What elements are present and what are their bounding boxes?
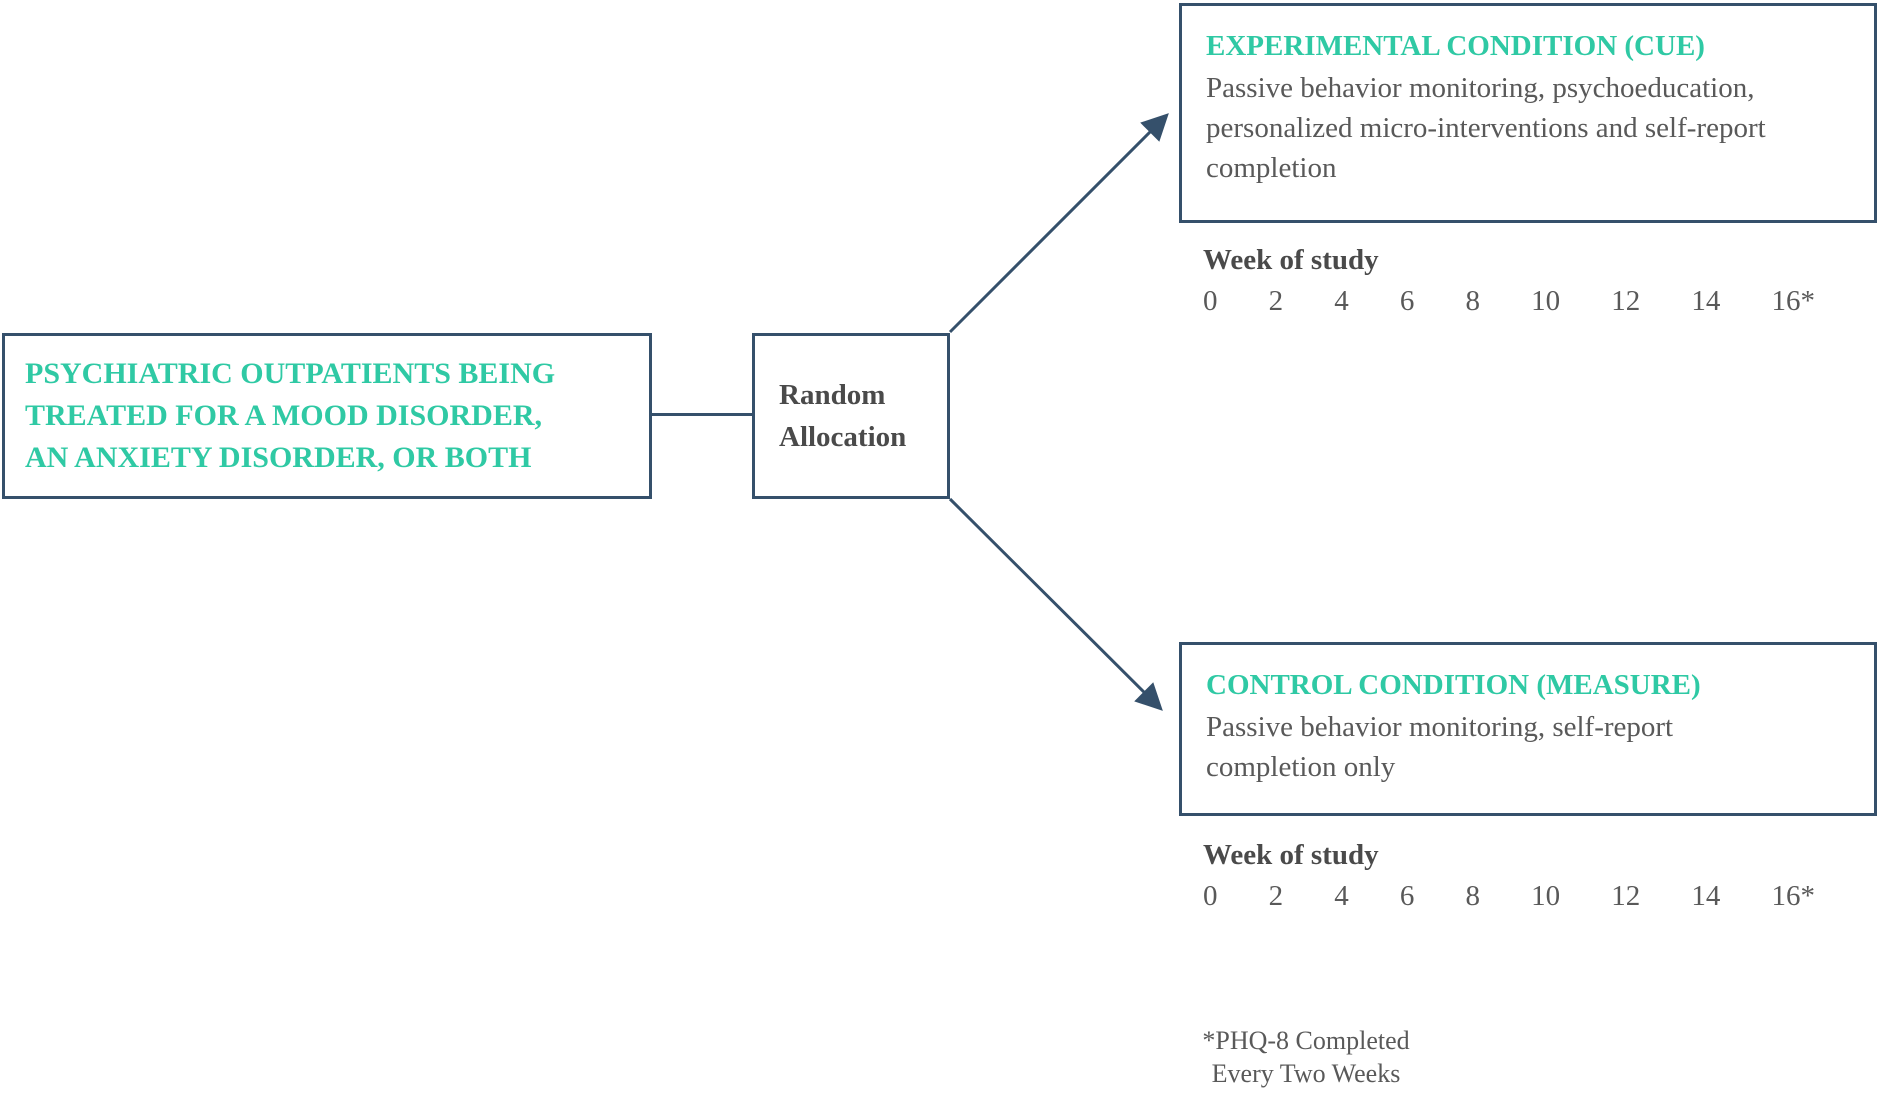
control-condition-box: CONTROL CONDITION (MEASURE) Passive beha… (1179, 642, 1877, 816)
week-number: 12 (1611, 285, 1641, 317)
phq8-footnote: *PHQ-8 Completed Every Two Weeks (1178, 1024, 1434, 1090)
random-allocation-box: Random Allocation (752, 333, 950, 499)
week-number: 2 (1268, 880, 1284, 912)
control-week-block: Week of study 0 2 4 6 8 10 12 14 16* (1203, 838, 1815, 912)
week-number: 16* (1771, 880, 1816, 912)
week-number: 4 (1334, 880, 1349, 912)
description-line: completion (1206, 152, 1337, 184)
description-line: completion only (1206, 751, 1396, 783)
allocation-label: Allocation (779, 421, 907, 453)
week-number: 8 (1465, 880, 1481, 912)
week-numbers-row: 0 2 4 6 8 10 12 14 16* (1203, 880, 1815, 912)
footnote-line: *PHQ-8 Completed (1202, 1026, 1410, 1055)
week-numbers-row: 0 2 4 6 8 10 12 14 16* (1203, 285, 1815, 317)
arrow-to-control (948, 497, 1163, 711)
population-line: AN ANXIETY DISORDER, OR BOTH (25, 441, 532, 474)
description-line: personalized micro-interventions and sel… (1206, 112, 1766, 144)
week-number: 2 (1268, 285, 1284, 317)
week-number: 4 (1334, 285, 1349, 317)
week-number: 16* (1771, 285, 1816, 317)
control-title: CONTROL CONDITION (MEASURE) (1206, 669, 1701, 701)
experimental-condition-box: EXPERIMENTAL CONDITION (CUE) Passive beh… (1179, 3, 1877, 223)
week-number: 6 (1399, 285, 1415, 317)
population-box: PSYCHIATRIC OUTPATIENTS BEING TREATED FO… (2, 333, 652, 499)
allocation-label: Random (779, 379, 886, 411)
experimental-title: EXPERIMENTAL CONDITION (CUE) (1206, 30, 1705, 62)
week-number: 0 (1203, 880, 1218, 912)
description-line: Passive behavior monitoring, psychoeduca… (1206, 72, 1755, 104)
population-line: PSYCHIATRIC OUTPATIENTS BEING (25, 357, 556, 390)
week-number: 0 (1203, 285, 1218, 317)
footnote-line: Every Two Weeks (1211, 1059, 1401, 1088)
control-description: Passive behavior monitoring, self-report… (1206, 707, 1850, 787)
week-of-study-label: Week of study (1203, 244, 1379, 276)
week-number: 10 (1531, 880, 1561, 912)
week-number: 14 (1691, 285, 1721, 317)
week-number: 12 (1611, 880, 1641, 912)
description-line: Passive behavior monitoring, self-report (1206, 711, 1674, 743)
arrow-to-experimental (948, 113, 1169, 334)
week-number: 6 (1399, 880, 1415, 912)
experimental-description: Passive behavior monitoring, psychoeduca… (1206, 68, 1850, 188)
population-line: TREATED FOR A MOOD DISORDER, (25, 399, 543, 432)
week-number: 10 (1531, 285, 1561, 317)
week-of-study-label: Week of study (1203, 839, 1379, 871)
connector-line (650, 413, 754, 416)
week-number: 14 (1691, 880, 1721, 912)
experimental-week-block: Week of study 0 2 4 6 8 10 12 14 16* (1203, 243, 1815, 317)
week-number: 8 (1465, 285, 1481, 317)
